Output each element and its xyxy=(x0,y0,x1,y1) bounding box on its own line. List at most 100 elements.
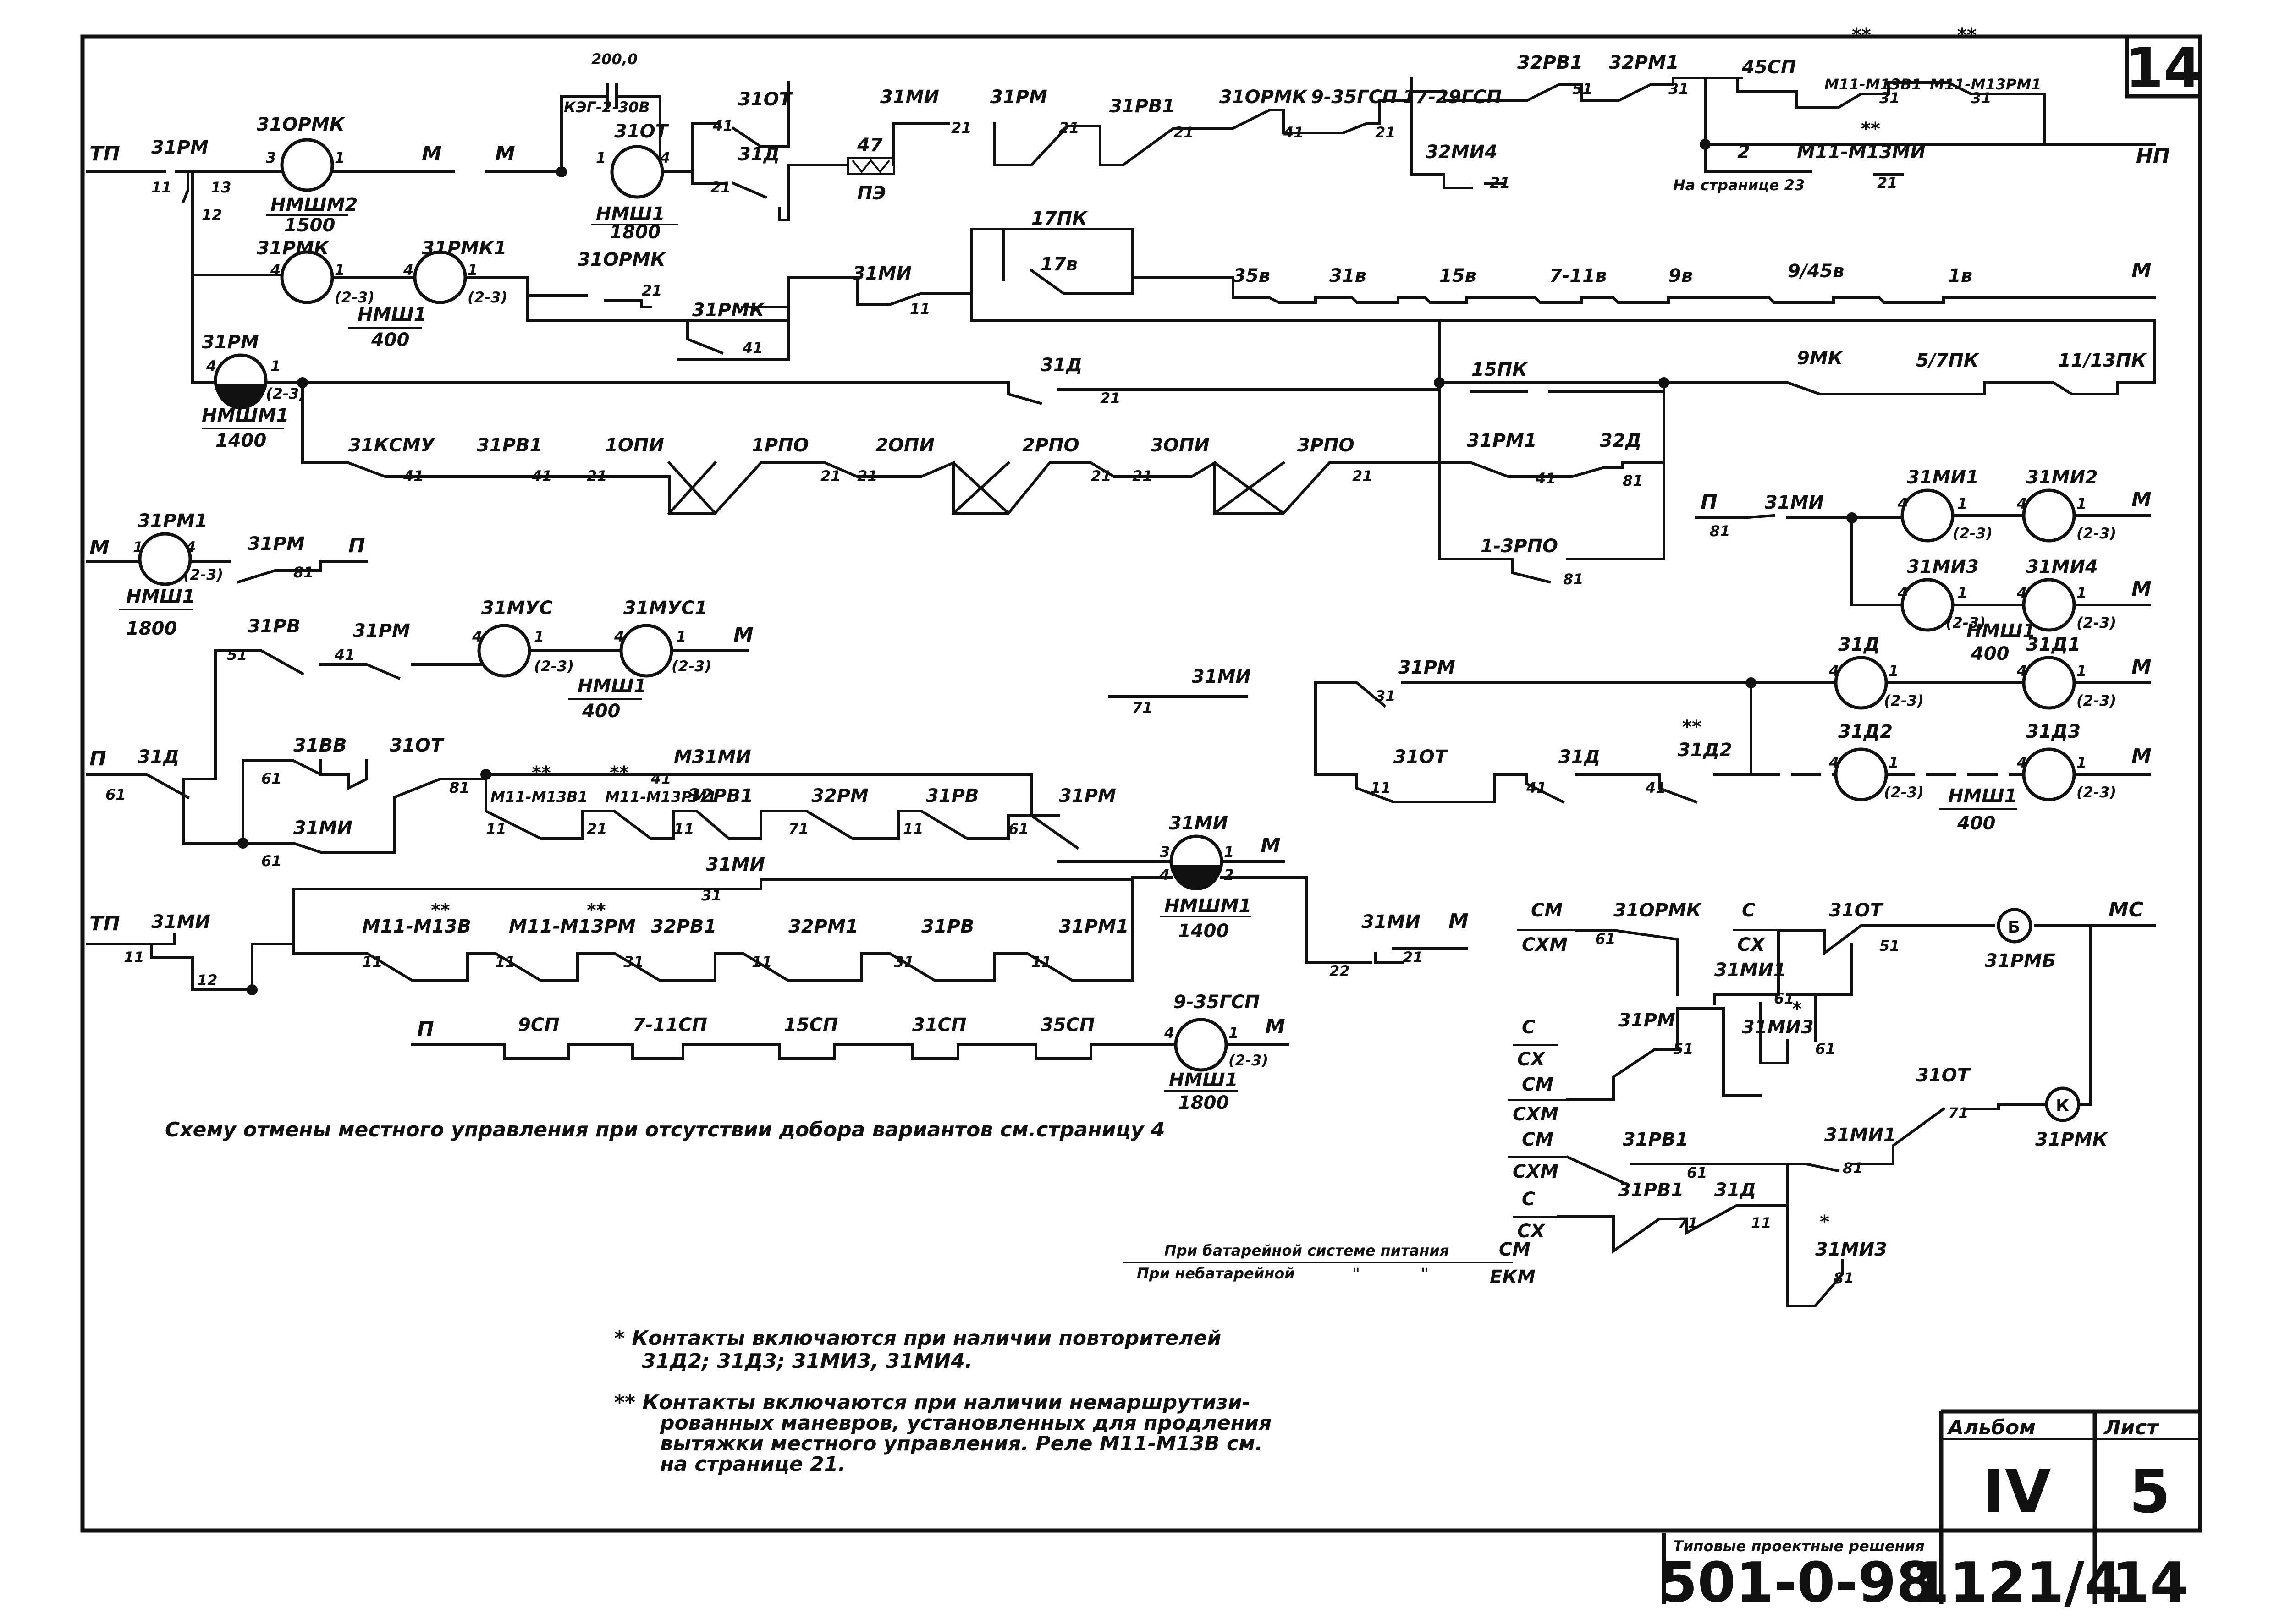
label-row2-r23: (2-3) xyxy=(468,289,507,306)
label-right-mi-r23: (2-3) xyxy=(2076,614,2116,631)
label-rails-m: М xyxy=(495,142,515,165)
label-row2-c35v: 35в xyxy=(1233,265,1270,286)
label-chain-d-pin4: 4 xyxy=(1159,866,1170,883)
label-row1-n31: 31 xyxy=(1971,89,1992,107)
label-right-mi-type-nmsh1: НМШ1 xyxy=(1966,620,2036,642)
label-rails-m: М xyxy=(2131,655,2152,679)
label-left-mid-r23: (2-3) xyxy=(672,658,711,675)
label-row4-n41: 41 xyxy=(403,467,424,485)
label-signal-nonbatt-note: При небатарейной xyxy=(1137,1265,1295,1282)
label-left-mid-r23: (2-3) xyxy=(183,566,223,583)
mi-coil-group: П 31МИ 81 31МИ1 31МИ2 31МИ3 31МИ4 М М 4 … xyxy=(1695,467,2152,664)
label-chain-tp2-c31mi-b: 31МИ xyxy=(706,854,765,875)
label-row1-np-page: На странице 23 xyxy=(1673,176,1805,194)
label-left-mid-pin4: 4 xyxy=(472,628,482,645)
label-chain-sp-c35sp: 35СП xyxy=(1041,1015,1095,1036)
label-signal-lamp-k: К xyxy=(2056,1097,2069,1115)
label-rails-m: М xyxy=(1265,1015,1285,1038)
label-row4-n21: 21 xyxy=(1352,467,1373,485)
label-signal-n51: 51 xyxy=(1879,937,1900,955)
label-row1-type-nmsh1: НМШ1 xyxy=(596,203,665,225)
label-row3-n21: 21 xyxy=(1100,390,1121,407)
label-rails-p: П xyxy=(348,534,365,557)
label-chain-sp-pin4: 4 xyxy=(1164,1024,1174,1042)
label-row1-n13: 13 xyxy=(211,179,231,196)
series-label: Типовые проектные решения xyxy=(1673,1537,1925,1555)
label-row1-c31rv1: 31РВ1 xyxy=(1109,96,1175,117)
label-rails-m: М xyxy=(733,623,754,647)
label-right-d-c31d2: 31Д2 xyxy=(1678,740,1732,761)
label-row2-coil-31rmk1: 31РМК1 xyxy=(422,238,507,259)
label-row1-c31mi: 31МИ xyxy=(880,87,939,108)
label-chain-d-pin2: 2 xyxy=(1224,866,1234,883)
label-signal-cm: СМ xyxy=(1522,1129,1553,1150)
label-rails-p: П xyxy=(89,747,106,770)
label-right-d-n31: 31 xyxy=(1375,687,1396,705)
label-chain-tp2-c31mi: 31МИ xyxy=(151,911,210,933)
label-chain-d-n21: 21 xyxy=(587,820,607,838)
label-right-d-r400: 400 xyxy=(1957,813,1996,834)
label-row1-c32rv1: 32РВ1 xyxy=(1517,52,1583,73)
label-row3-r1400: 1400 xyxy=(215,430,266,451)
label-row4-c1rpo: 1РПО xyxy=(752,435,809,456)
label-row1-pe: ПЭ xyxy=(857,183,886,204)
label-chain-tp2-n21: 21 xyxy=(1403,949,1423,966)
label-row1-pin1: 1 xyxy=(596,149,606,166)
label-rails-p: П xyxy=(417,1017,434,1041)
label-row3-c1113pk: 11/13ПК xyxy=(2058,350,2147,371)
label-signal-c: С xyxy=(1742,900,1755,921)
label-signal-ditto: " xyxy=(1421,1265,1429,1282)
label-left-mid-coil-31rm1: 31РМ1 xyxy=(138,510,208,532)
label-chain-d-coil-31mi: 31МИ xyxy=(1169,813,1228,834)
label-row2-pin1: 1 xyxy=(468,261,478,279)
label-signal-star: * xyxy=(1820,1212,1829,1233)
label-rails-np: НП xyxy=(2136,144,2170,168)
label-chain-d-pin3: 3 xyxy=(1160,843,1170,861)
label-right-d-pin1: 1 xyxy=(2076,754,2087,771)
rail-tp: ТП xyxy=(89,142,120,165)
label-chain-tp2-n12: 12 xyxy=(197,971,218,989)
album-label: Альбом xyxy=(1947,1416,2036,1439)
d-coil-group: 31МИ 71 31РМ 31 31ОТ 11 31Д 41 ** 31Д2 4… xyxy=(1108,634,2152,834)
label-right-mi-c31mi: 31МИ xyxy=(1765,492,1824,513)
label-rails-tp: ТП xyxy=(89,912,120,935)
label-row2-c711v: 7-11в xyxy=(1549,265,1607,286)
label-chain-d-n11: 11 xyxy=(674,820,694,838)
label-signal-n61: 61 xyxy=(1815,1040,1836,1058)
label-row1-n41: 41 xyxy=(1283,124,1304,141)
label-row1-c31d: 31Д xyxy=(738,144,780,165)
label-signal-c31ot: 31ОТ xyxy=(1916,1065,1971,1086)
label-signal-c31mi3: 31МИ3 xyxy=(1815,1239,1887,1260)
label-rails-m: М xyxy=(2131,577,2152,601)
label-row1-n21: 21 xyxy=(1059,119,1079,137)
label-row1-stars: ** xyxy=(1957,25,1977,46)
label-signal-ditto: " xyxy=(1352,1265,1360,1282)
label-row2-c945v: 9/45в xyxy=(1788,261,1844,282)
label-right-mi-n81: 81 xyxy=(1710,522,1730,540)
note-local-cancel: Схему отмены местного управления при отс… xyxy=(165,1118,1165,1141)
label-right-mi-r400: 400 xyxy=(1971,643,2010,664)
label-chain-d-pin1: 1 xyxy=(1224,843,1234,861)
label-left-mid-n41: 41 xyxy=(334,646,355,664)
label-right-d-c31rm: 31РМ xyxy=(1398,657,1455,678)
label-signal-n61: 61 xyxy=(1774,990,1795,1007)
label-signal-c31rm: 31РМ xyxy=(1618,1010,1675,1031)
label-row2-type-nmsh1: НМШ1 xyxy=(358,304,427,325)
label-chain-tp2-n11: 11 xyxy=(1031,953,1052,971)
label-chain-d-n61: 61 xyxy=(261,852,282,870)
label-row2-c17v: 17в xyxy=(1041,254,1078,275)
label-row4-c13rpo: 1-3РПО xyxy=(1481,536,1558,557)
label-row1-cap-type: КЭГ-2-30В xyxy=(564,99,650,116)
label-row3-c9mk: 9МК xyxy=(1797,348,1844,369)
label-signal-batt-note: При батарейной системе питания xyxy=(1164,1242,1449,1259)
label-right-d-stars: ** xyxy=(1682,717,1701,738)
label-row1-pin3: 3 xyxy=(266,149,276,166)
label-right-d-pin1: 1 xyxy=(2076,662,2087,680)
label-row3-c31d: 31Д xyxy=(1041,355,1082,376)
label-row4-c32d: 32Д xyxy=(1600,430,1641,451)
label-right-d-pin4: 4 xyxy=(1828,662,1839,680)
label-left-mid-c31rm: 31РМ xyxy=(248,533,305,554)
label-chain-sp-r23: (2-3) xyxy=(1228,1052,1268,1069)
label-right-d-coil-31d2: 31Д2 xyxy=(1838,721,1893,742)
label-left-mid-coil-31mus1: 31МУС1 xyxy=(623,598,708,619)
